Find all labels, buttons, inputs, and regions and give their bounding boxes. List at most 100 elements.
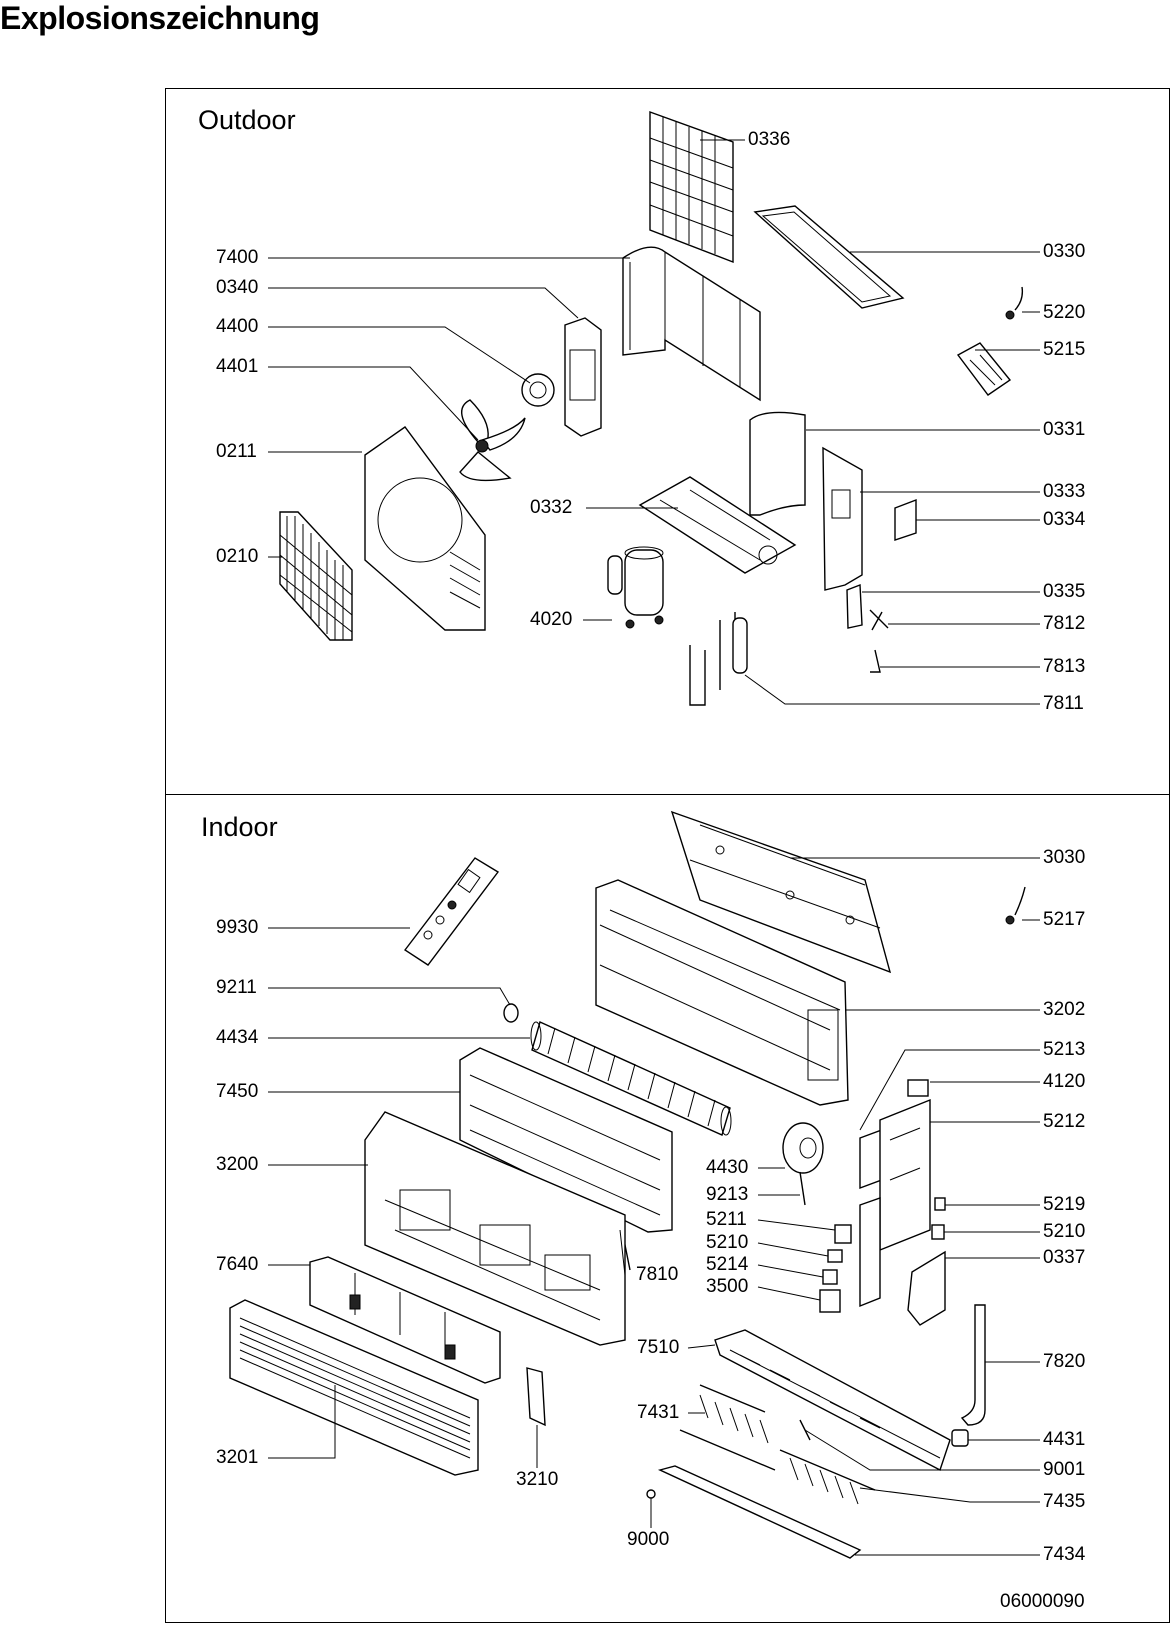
callout-7431: 7431 xyxy=(637,1402,680,1423)
callout-5211: 5211 xyxy=(706,1209,747,1230)
part-0334-cover-plate xyxy=(894,498,917,541)
part-7435-louvers xyxy=(779,1449,876,1505)
callout-3200: 3200 xyxy=(216,1154,259,1175)
callout-0336: 0336 xyxy=(748,129,791,150)
page-title: Explosionszeichnung xyxy=(0,0,320,36)
part-5211-board xyxy=(834,1224,852,1244)
callout-4400: 4400 xyxy=(216,316,259,337)
part-4020-compressor xyxy=(607,546,664,629)
part-0211-front-panel xyxy=(364,426,486,631)
part-9211-bearing xyxy=(503,1003,519,1023)
part-4400-fan-motor xyxy=(521,373,555,407)
callout-0210: 0210 xyxy=(216,546,259,567)
part-4431-bearing-holder xyxy=(951,1429,969,1447)
part-5217-sensor xyxy=(1005,886,1026,925)
indoor-section-title: Indoor xyxy=(201,812,278,842)
callout-0340: 0340 xyxy=(216,277,259,298)
part-7510-drain-pan xyxy=(714,1329,951,1472)
callout-7820: 7820 xyxy=(1043,1351,1086,1372)
callout-5212: 5212 xyxy=(1043,1111,1086,1132)
callout-5217: 5217 xyxy=(1043,909,1086,930)
part-0336-rear-grille xyxy=(649,111,734,264)
callout-5220: 5220 xyxy=(1043,302,1086,323)
callout-5219: 5219 xyxy=(1043,1194,1086,1215)
callout-7640: 7640 xyxy=(216,1254,259,1275)
callout-4434: 4434 xyxy=(216,1027,259,1048)
part-7820-drain-hose xyxy=(960,1304,986,1426)
callout-0332: 0332 xyxy=(530,497,573,518)
part-9000-screw xyxy=(646,1489,656,1499)
callout-9930: 9930 xyxy=(216,917,259,938)
part-3030-mounting-plate xyxy=(670,810,892,974)
callout-0333: 0333 xyxy=(1043,481,1086,502)
callout-0331: 0331 xyxy=(1043,419,1086,440)
part-3500-display-board xyxy=(819,1289,841,1313)
callout-9001: 9001 xyxy=(1043,1459,1086,1480)
callout-3210: 3210 xyxy=(516,1469,559,1490)
callout-7811: 7811 xyxy=(1043,693,1084,714)
part-5220-sensor xyxy=(1005,286,1024,320)
part-5212-electric-box xyxy=(859,1098,931,1308)
callout-3201: 3201 xyxy=(216,1447,259,1468)
part-3200-front-frame xyxy=(364,1111,626,1346)
part-4120-relay xyxy=(907,1079,929,1097)
part-0335-bracket xyxy=(846,583,863,629)
part-5210-board xyxy=(827,1249,843,1263)
callout-4120: 4120 xyxy=(1043,1071,1086,1092)
part-9930-remote-control xyxy=(403,857,500,966)
callout-7435: 7435 xyxy=(1043,1491,1086,1512)
indoor-leader-lines xyxy=(268,857,1040,1556)
callout-4430: 4430 xyxy=(706,1157,749,1178)
part-3202-chassis-evaporator xyxy=(595,879,849,1106)
drawing-number: 06000090 xyxy=(1000,1591,1085,1612)
part-0330-top-cover xyxy=(753,205,905,309)
callout-5210: 5210 xyxy=(706,1232,749,1253)
callout-7510: 7510 xyxy=(637,1337,680,1358)
callout-5213: 5213 xyxy=(1043,1039,1086,1060)
part-5214-board xyxy=(822,1269,838,1285)
part-7400-condenser xyxy=(622,246,761,402)
part-0340-partition xyxy=(564,317,602,437)
part-0332-base-pan xyxy=(638,476,797,574)
callout-0337: 0337 xyxy=(1043,1247,1086,1268)
callout-4020: 4020 xyxy=(530,609,573,630)
part-5219-clip xyxy=(934,1197,946,1211)
callout-3030: 3030 xyxy=(1043,847,1086,868)
part-4434-cross-flow-fan xyxy=(530,1021,732,1136)
callout-5215: 5215 xyxy=(1043,339,1086,360)
part-4430-fan-motor xyxy=(782,1122,824,1206)
callout-0211: 0211 xyxy=(216,441,257,462)
callout-7450: 7450 xyxy=(216,1081,259,1102)
diagram-frame xyxy=(165,88,1170,1623)
callout-3500: 3500 xyxy=(706,1276,749,1297)
part-7813-valve xyxy=(870,649,881,673)
outdoor-section-title: Outdoor xyxy=(198,105,296,135)
part-3201-front-grille xyxy=(229,1299,479,1476)
callout-5214: 5214 xyxy=(706,1254,749,1275)
part-7450-evaporator xyxy=(459,1047,673,1233)
part-7812-valve xyxy=(869,609,889,631)
callout-3202: 3202 xyxy=(1043,999,1086,1020)
part-0331-side-plate xyxy=(749,411,806,516)
part-7811-piping-assembly xyxy=(689,612,748,706)
part-0337-bracket xyxy=(907,1250,946,1326)
callout-7812: 7812 xyxy=(1043,613,1086,634)
callout-5210-right: 5210 xyxy=(1043,1221,1086,1242)
part-7431-vertical-louvers xyxy=(679,1384,776,1471)
callout-0334: 0334 xyxy=(1043,509,1086,530)
part-0333-right-side-panel xyxy=(822,446,863,591)
callout-0335: 0335 xyxy=(1043,581,1086,602)
outdoor-leader-lines xyxy=(268,139,1040,705)
callout-4401: 4401 xyxy=(216,356,259,377)
callout-7810: 7810 xyxy=(636,1264,679,1285)
callout-9000: 9000 xyxy=(627,1529,670,1550)
part-7640-air-filter xyxy=(309,1256,501,1384)
section-divider xyxy=(165,794,1170,795)
callout-0330: 0330 xyxy=(1043,241,1086,262)
part-5210-board-right xyxy=(931,1224,945,1240)
callout-7400: 7400 xyxy=(216,247,259,268)
callout-9213: 9213 xyxy=(706,1184,749,1205)
part-7434-horizontal-flap xyxy=(657,1465,862,1559)
part-5215-terminal-block xyxy=(956,342,1012,396)
